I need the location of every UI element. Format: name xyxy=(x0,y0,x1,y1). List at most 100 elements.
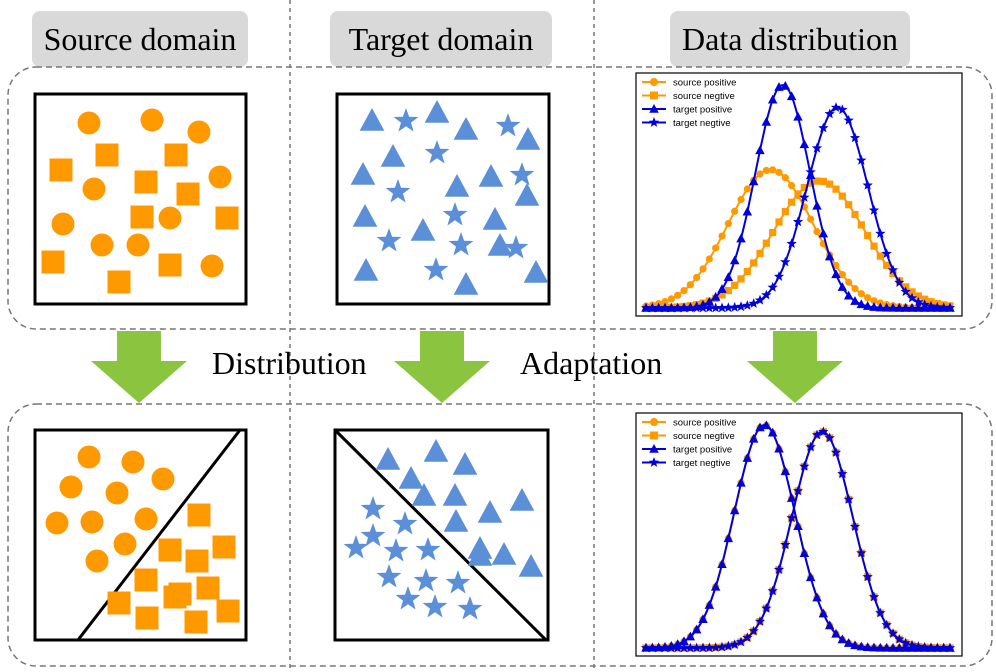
legend-marker-star xyxy=(648,117,660,127)
source-circle xyxy=(105,481,129,505)
marker-triangle xyxy=(786,91,797,101)
target-triangle xyxy=(482,207,508,230)
marker-star xyxy=(856,154,867,165)
marker-square xyxy=(908,288,916,296)
marker-triangle xyxy=(837,634,848,644)
target-star xyxy=(445,570,471,594)
legend-marker-circle xyxy=(650,78,658,86)
marker-star xyxy=(900,637,911,648)
marker-star xyxy=(742,300,753,310)
target-triangle xyxy=(487,233,513,256)
marker-star xyxy=(748,625,759,636)
marker-triangle xyxy=(767,427,778,437)
source-circle xyxy=(85,549,109,573)
marker-star xyxy=(640,302,652,313)
marker-triangle xyxy=(805,572,816,582)
marker-star xyxy=(944,642,956,653)
source-square xyxy=(158,253,182,277)
source-square xyxy=(212,535,236,559)
source-square xyxy=(184,610,208,634)
source-circle xyxy=(200,254,224,278)
marker-circle xyxy=(737,195,745,204)
marker-star xyxy=(849,132,861,143)
marker-star xyxy=(672,642,683,653)
marker-square xyxy=(864,232,872,240)
marker-star xyxy=(704,302,715,313)
marker-triangle xyxy=(824,251,835,261)
source-square xyxy=(215,206,239,230)
down-arrow xyxy=(91,331,187,403)
marker-star xyxy=(647,302,658,313)
target-star xyxy=(424,140,450,164)
target-triangle xyxy=(453,272,479,295)
marker-circle xyxy=(762,166,770,175)
marker-star xyxy=(678,642,690,653)
marker-star xyxy=(685,302,696,313)
marker-square xyxy=(857,221,865,229)
marker-star xyxy=(735,636,747,647)
top-row-container xyxy=(7,66,993,330)
marker-triangle xyxy=(761,420,772,430)
data-distribution-header: Data distribution xyxy=(670,11,910,67)
marker-star xyxy=(875,228,886,238)
target-triangle xyxy=(453,117,479,140)
marker-star xyxy=(799,461,810,471)
marker-star xyxy=(913,296,924,307)
target-star xyxy=(376,228,402,252)
marker-square xyxy=(800,183,808,192)
marker-triangle xyxy=(862,301,873,310)
marker-star xyxy=(742,632,753,642)
source-circle xyxy=(77,445,101,469)
source-circle xyxy=(45,511,69,535)
marker-square xyxy=(762,239,770,247)
marker-star xyxy=(792,485,804,496)
marker-square xyxy=(788,198,796,206)
target-star xyxy=(442,202,468,226)
marker-square xyxy=(737,275,745,283)
marker-star xyxy=(685,642,696,653)
marker-star xyxy=(944,302,956,313)
marker-star xyxy=(830,102,842,112)
marker-star xyxy=(868,204,880,215)
marker-triangle xyxy=(888,642,898,652)
marker-star xyxy=(716,641,728,652)
target-star xyxy=(423,257,449,281)
marker-star xyxy=(862,179,873,190)
target-star xyxy=(495,113,521,137)
marker-triangle xyxy=(755,145,765,155)
marker-star xyxy=(925,300,937,311)
source-circle xyxy=(126,233,150,257)
target-triangle xyxy=(350,162,376,185)
marker-circle xyxy=(718,232,726,240)
marker-star xyxy=(723,640,734,651)
marker-star xyxy=(894,633,905,644)
marker-star xyxy=(843,494,854,504)
target-star xyxy=(376,564,402,588)
marker-triangle xyxy=(843,290,854,300)
marker-triangle xyxy=(812,592,822,602)
source-square xyxy=(107,591,131,615)
marker-circle xyxy=(870,297,878,305)
source-square xyxy=(164,143,188,167)
marker-circle xyxy=(857,290,865,298)
marker-circle xyxy=(743,185,751,193)
marker-triangle xyxy=(729,255,740,265)
marker-circle xyxy=(788,182,796,190)
marker-star xyxy=(767,585,778,596)
marker-triangle xyxy=(900,302,911,312)
marker-star xyxy=(773,271,785,281)
marker-circle xyxy=(813,228,821,236)
source-circle xyxy=(80,510,104,534)
marker-star xyxy=(710,302,721,313)
marker-square xyxy=(921,295,929,303)
marker-star xyxy=(729,639,740,649)
marker-star xyxy=(843,114,854,125)
marker-square xyxy=(914,292,922,300)
marker-triangle xyxy=(704,296,715,306)
marker-square xyxy=(876,252,884,260)
marker-star xyxy=(640,642,652,653)
target-star xyxy=(415,537,441,561)
marker-circle xyxy=(845,278,853,286)
marker-star xyxy=(716,302,728,313)
